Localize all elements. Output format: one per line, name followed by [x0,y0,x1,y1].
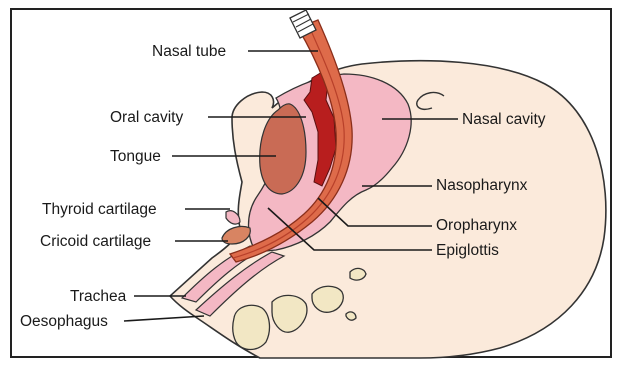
label-nasal-cavity: Nasal cavity [462,111,546,128]
label-cricoid-cartilage: Cricoid cartilage [40,233,151,250]
label-oesophagus: Oesophagus [20,313,108,330]
label-epiglottis: Epiglottis [436,242,499,259]
label-oral-cavity: Oral cavity [110,109,183,126]
label-nasal-tube: Nasal tube [152,43,226,60]
label-trachea: Trachea [70,288,127,305]
label-nasopharynx: Nasopharynx [436,177,528,194]
label-thyroid-cartilage: Thyroid cartilage [42,201,157,218]
leader-oesophagus [124,316,204,321]
label-oropharynx: Oropharynx [436,217,517,234]
label-tongue: Tongue [110,148,161,165]
